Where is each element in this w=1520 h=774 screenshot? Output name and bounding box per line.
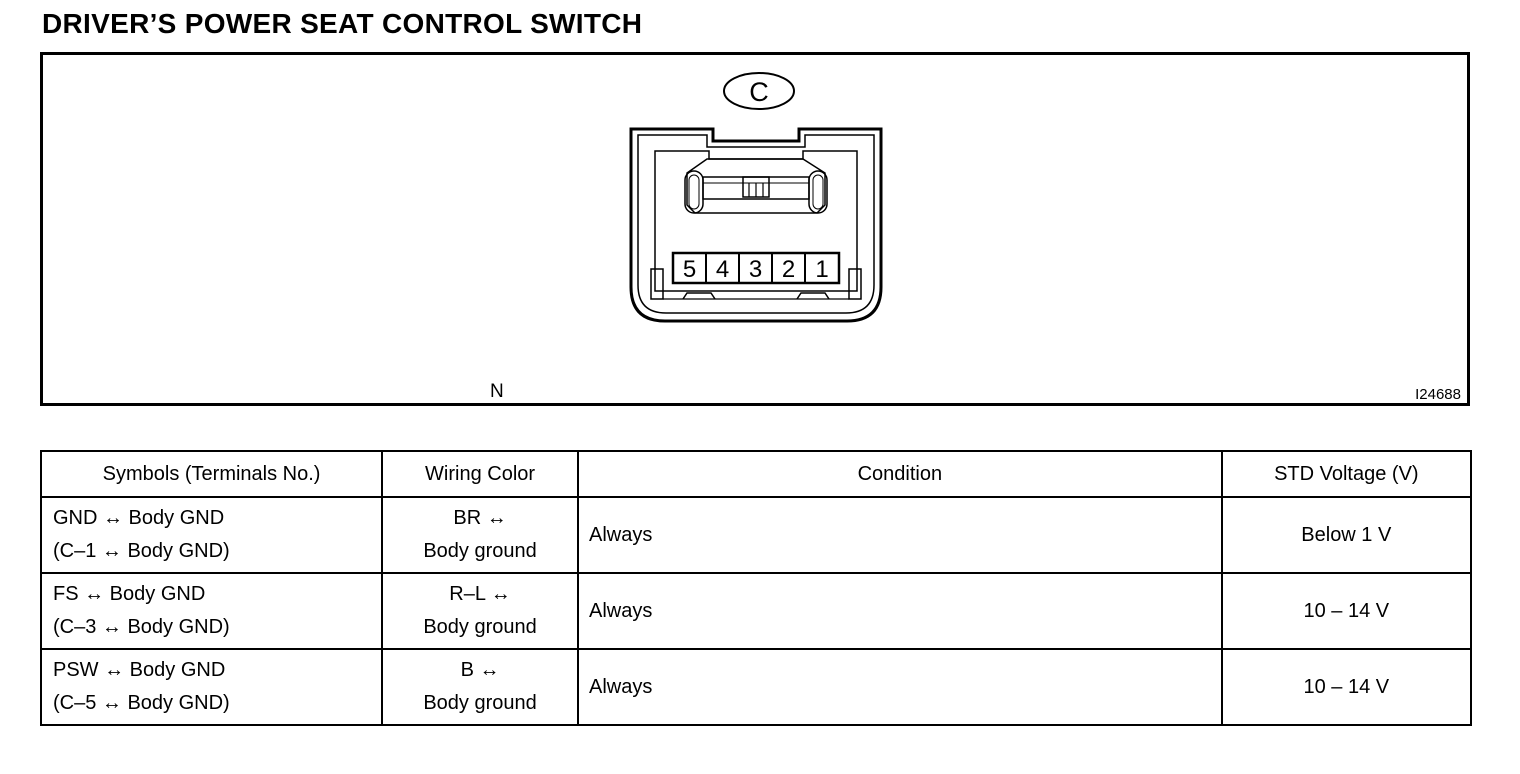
table-row: FS ↔ Body GND (C–3 ↔ Body GND) R–L ↔ Bod…	[39, 572, 1473, 650]
condition-cell: Always	[577, 496, 1223, 574]
voltage-cell: 10 – 14 V	[1220, 648, 1473, 726]
connector-label: C	[723, 72, 795, 110]
connector-pin-row: 5 4 3 2 1	[671, 251, 841, 285]
connector-diagram-panel: C	[40, 52, 1470, 406]
connector-letter: C	[749, 77, 769, 107]
symbol-line: FS ↔ Body GND	[53, 583, 206, 605]
header-wiring-color: Wiring Color	[381, 450, 580, 498]
header-std-voltage: STD Voltage (V)	[1220, 450, 1473, 498]
pin-1-label: 1	[815, 256, 828, 283]
terminal-line: (C–3 ↔ Body GND)	[53, 616, 230, 638]
connector-diagram: C	[629, 72, 883, 323]
terminal-spec-table: Symbols (Terminals No.) Wiring Color Con…	[39, 450, 1473, 726]
symbol-cell: PSW ↔ Body GND (C–5 ↔ Body GND)	[39, 648, 384, 726]
header-symbols: Symbols (Terminals No.)	[39, 450, 384, 498]
table-row: GND ↔ Body GND (C–1 ↔ Body GND) BR ↔ Bod…	[39, 496, 1473, 574]
symbol-line: GND ↔ Body GND	[53, 507, 225, 529]
page-title: DRIVER’S POWER SEAT CONTROL SWITCH	[42, 8, 643, 39]
table-row: PSW ↔ Body GND (C–5 ↔ Body GND) B ↔ Body…	[39, 648, 1473, 726]
pin-5-label: 5	[683, 256, 696, 283]
view-label: N	[490, 381, 504, 402]
wiring-color-cell: BR ↔ Body ground	[381, 496, 580, 574]
wire-color: R–L ↔	[449, 583, 511, 605]
condition-cell: Always	[577, 648, 1223, 726]
wire-color: B ↔	[460, 659, 500, 681]
wire-ground: Body ground	[423, 616, 537, 638]
figure-id: I24688	[1415, 386, 1461, 403]
terminal-line: (C–5 ↔ Body GND)	[53, 692, 230, 714]
connector-housing	[629, 127, 883, 323]
symbol-line: PSW ↔ Body GND	[53, 659, 226, 681]
pin-3-label: 3	[749, 256, 762, 283]
voltage-cell: Below 1 V	[1220, 496, 1473, 574]
table-header-row: Symbols (Terminals No.) Wiring Color Con…	[39, 450, 1473, 498]
condition-cell: Always	[577, 572, 1223, 650]
pin-2-label: 2	[782, 256, 795, 283]
symbol-cell: FS ↔ Body GND (C–3 ↔ Body GND)	[39, 572, 384, 650]
terminal-line: (C–1 ↔ Body GND)	[53, 540, 230, 562]
symbol-cell: GND ↔ Body GND (C–1 ↔ Body GND)	[39, 496, 384, 574]
wiring-color-cell: B ↔ Body ground	[381, 648, 580, 726]
header-condition: Condition	[577, 450, 1223, 498]
pin-4-label: 4	[716, 256, 729, 283]
wire-ground: Body ground	[423, 692, 537, 714]
wire-ground: Body ground	[423, 540, 537, 562]
wiring-color-cell: R–L ↔ Body ground	[381, 572, 580, 650]
wire-color: BR ↔	[453, 507, 507, 529]
voltage-cell: 10 – 14 V	[1220, 572, 1473, 650]
